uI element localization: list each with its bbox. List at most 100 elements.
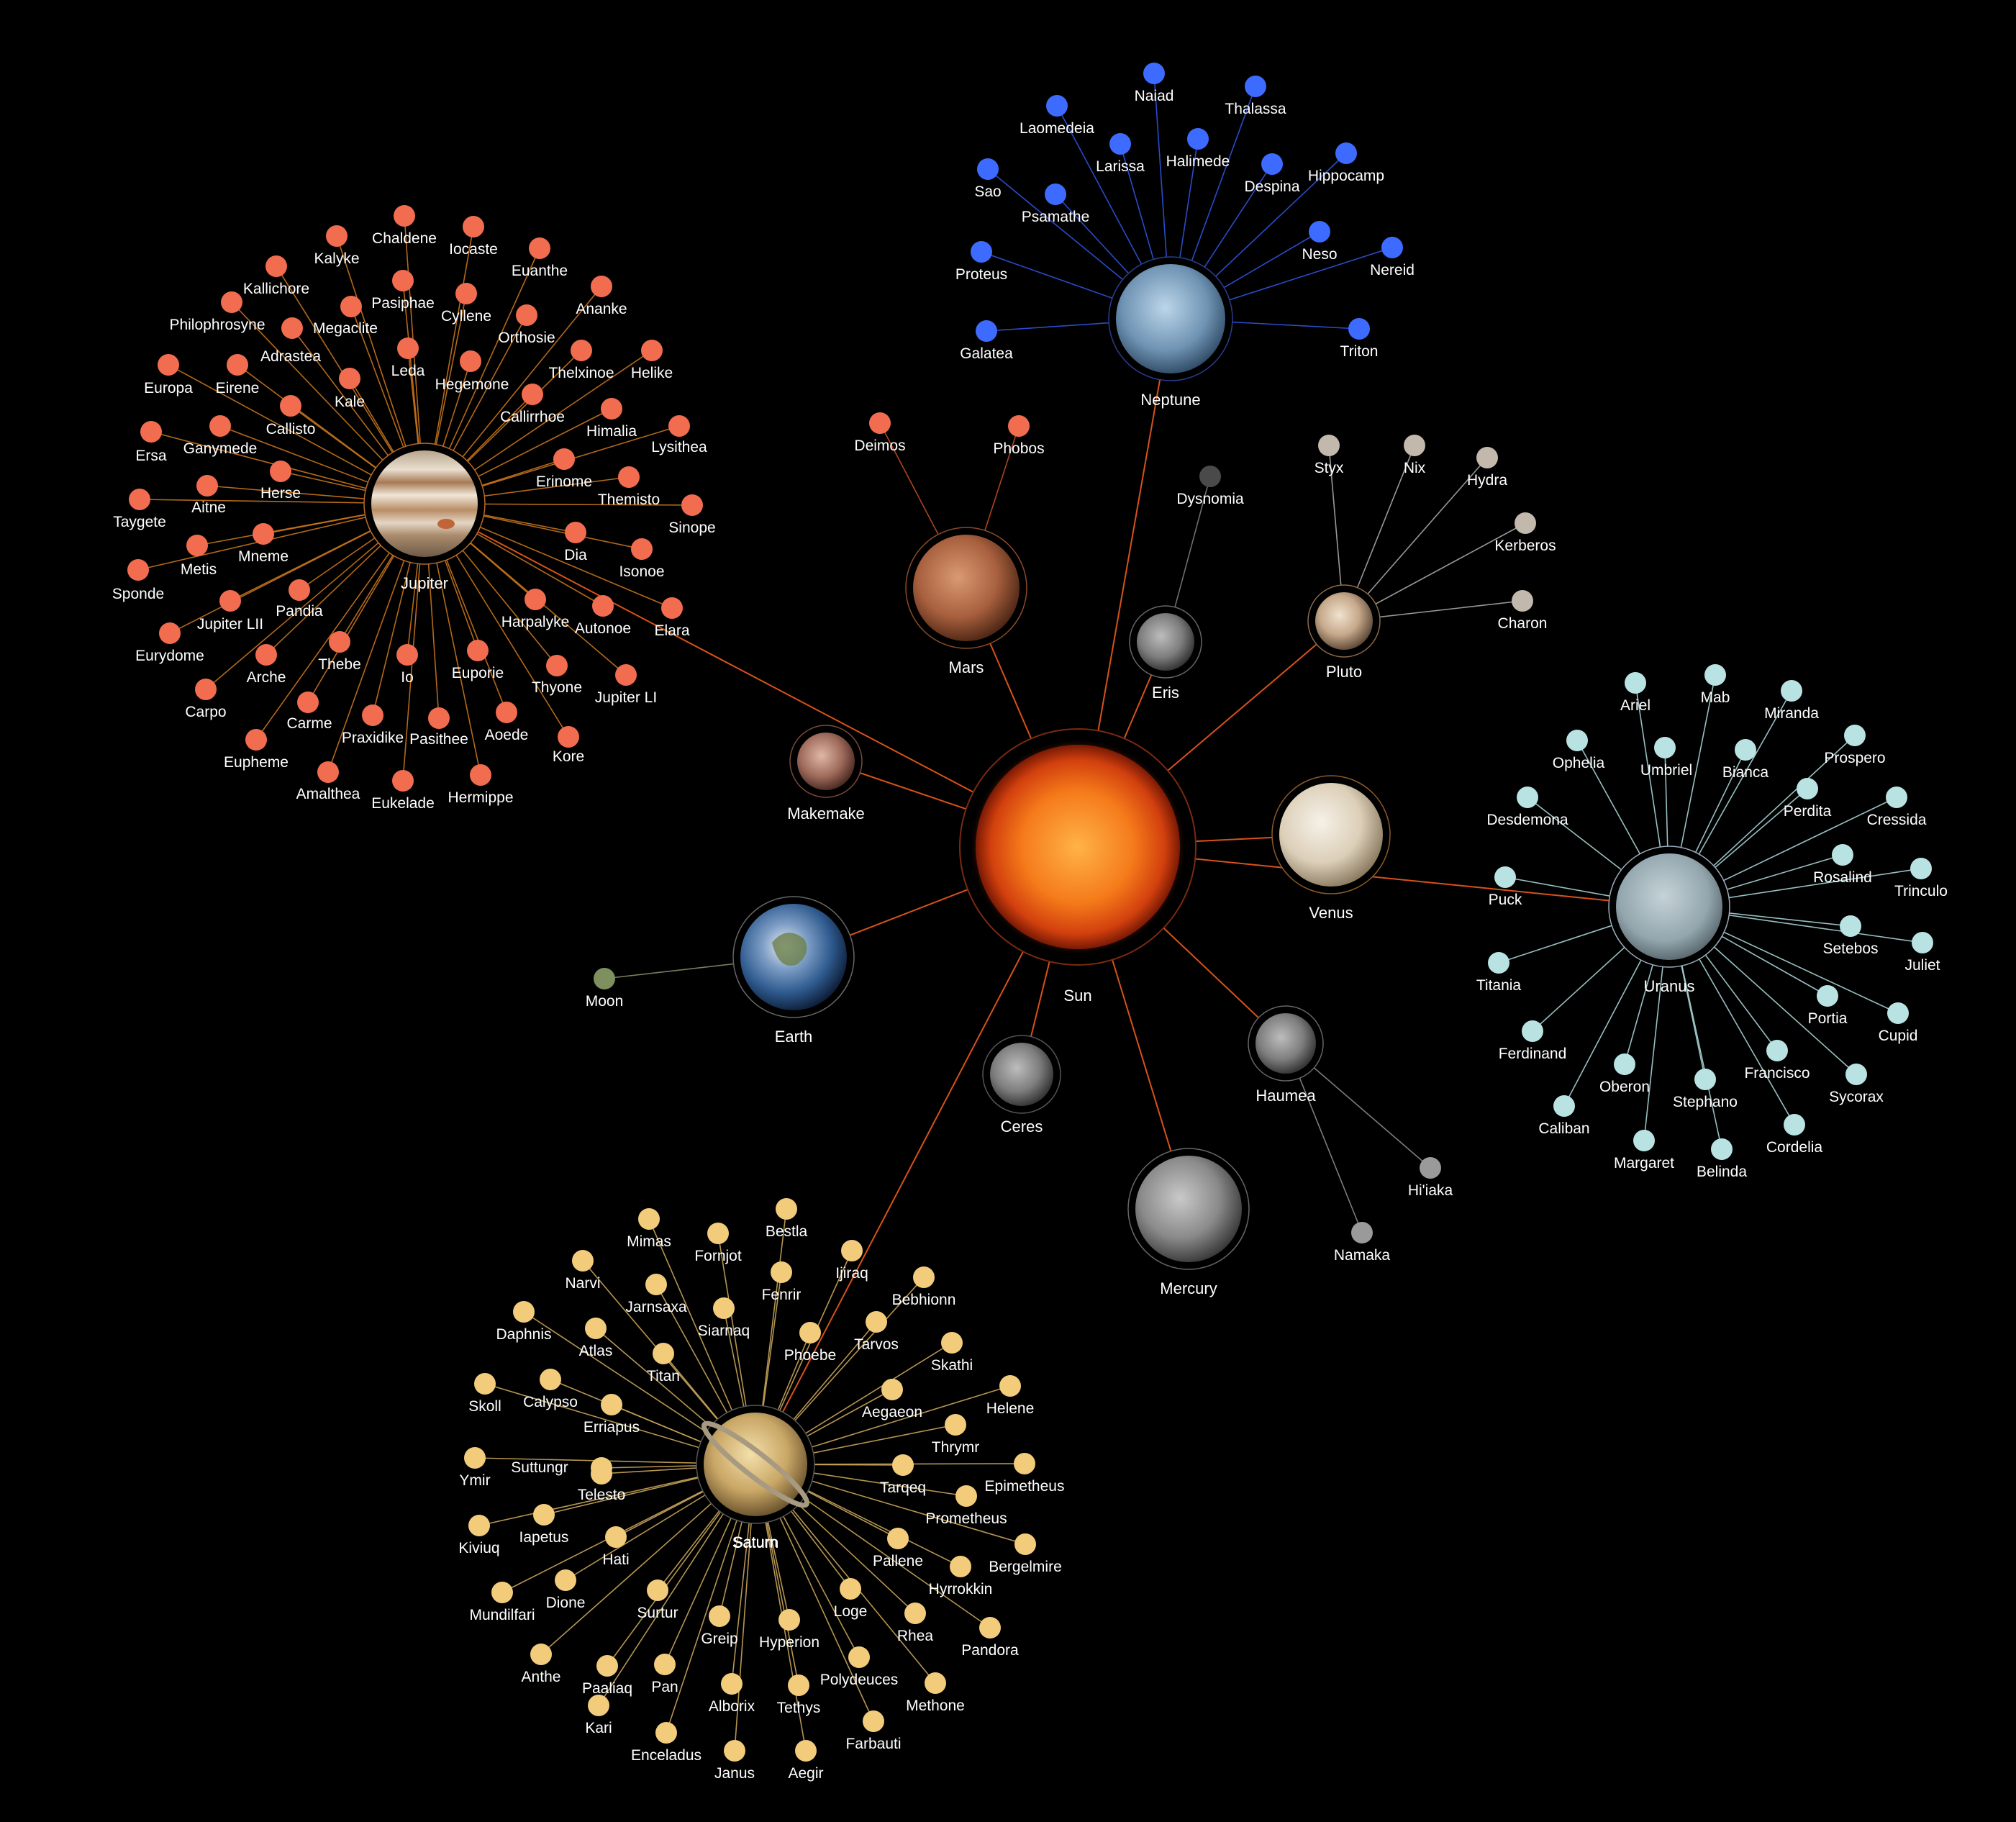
moon-node-kale[interactable]	[339, 368, 360, 389]
moon-node-bebhionn[interactable]	[913, 1266, 935, 1288]
moon-node-lysithea[interactable]	[668, 415, 690, 437]
moon-node-thrymr[interactable]	[945, 1414, 966, 1436]
moon-node-greip[interactable]	[709, 1605, 730, 1627]
moon-node-aegir[interactable]	[795, 1740, 817, 1762]
moon-node-charon[interactable]	[1512, 590, 1533, 612]
moon-node-adrastea[interactable]	[281, 317, 303, 339]
moon-node-ganymede[interactable]	[209, 415, 231, 437]
moon-node-naiad[interactable]	[1143, 63, 1165, 84]
moon-node-europa[interactable]	[158, 354, 179, 376]
moon-node-francisco[interactable]	[1766, 1040, 1788, 1061]
moon-node-kore[interactable]	[558, 726, 579, 748]
moon-node-hyrrokkin[interactable]	[950, 1556, 971, 1577]
moon-node-narvi[interactable]	[572, 1250, 594, 1272]
moon-node-fornjot[interactable]	[707, 1223, 729, 1244]
moon-node-carpo[interactable]	[195, 679, 217, 700]
moon-node-puck[interactable]	[1494, 866, 1516, 888]
moon-node-laomedeia[interactable]	[1046, 95, 1068, 117]
moon-node-erriapus[interactable]	[601, 1394, 622, 1415]
moon-node-helene[interactable]	[999, 1375, 1021, 1397]
moon-node-tarvos[interactable]	[866, 1311, 887, 1333]
moon-node-miranda[interactable]	[1781, 680, 1802, 702]
moon-node-loge[interactable]	[840, 1578, 861, 1600]
moon-node-triton[interactable]	[1348, 318, 1370, 340]
moon-node-juliet[interactable]	[1912, 932, 1933, 953]
moon-node-portia[interactable]	[1817, 985, 1838, 1007]
moon-node-pandia[interactable]	[289, 579, 310, 601]
moon-node-orthosie[interactable]	[516, 304, 537, 326]
moon-node-dione[interactable]	[555, 1569, 576, 1591]
body-node-eris[interactable]	[1129, 605, 1202, 679]
moon-node-euporie[interactable]	[467, 640, 489, 661]
moon-node-pasiphae[interactable]	[392, 270, 414, 291]
moon-node-skathi[interactable]	[941, 1332, 963, 1354]
moon-node-anthe[interactable]	[530, 1644, 552, 1665]
moon-node-epimetheus[interactable]	[1014, 1453, 1035, 1474]
moon-node-iocaste[interactable]	[463, 216, 484, 237]
moon-node-pasithee[interactable]	[428, 707, 450, 729]
moon-node-oberon[interactable]	[1614, 1053, 1635, 1075]
moon-node-margaret[interactable]	[1633, 1130, 1655, 1151]
moon-node-prometheus[interactable]	[955, 1485, 977, 1507]
moon-node-eirene[interactable]	[227, 354, 248, 376]
moon-node-surtur[interactable]	[647, 1579, 668, 1601]
moon-node-halimede[interactable]	[1187, 128, 1209, 150]
moon-node-moon[interactable]	[594, 968, 615, 989]
moon-node-hydra[interactable]	[1476, 447, 1498, 468]
moon-node-herse[interactable]	[270, 461, 291, 482]
moon-node-ymir[interactable]	[464, 1447, 486, 1469]
moon-node-iapetus[interactable]	[533, 1504, 555, 1526]
moon-node-telesto[interactable]	[591, 1463, 612, 1485]
moon-node-methone[interactable]	[925, 1672, 946, 1694]
moon-node-prospero[interactable]	[1844, 725, 1866, 746]
moon-node-ananke[interactable]	[591, 276, 612, 297]
body-node-neptune[interactable]	[1108, 256, 1233, 381]
moon-node-hippocamp[interactable]	[1335, 142, 1357, 164]
moon-node-hyperion[interactable]	[778, 1609, 800, 1631]
moon-node-io[interactable]	[396, 644, 418, 666]
moon-node-callirrhoe[interactable]	[522, 384, 543, 405]
moon-node-setebos[interactable]	[1840, 915, 1861, 937]
moon-node-himalia[interactable]	[601, 398, 622, 420]
moon-node-skoll[interactable]	[474, 1373, 496, 1395]
moon-node-atlas[interactable]	[585, 1318, 607, 1339]
body-node-ceres[interactable]	[982, 1035, 1061, 1114]
moon-node-hati[interactable]	[605, 1526, 627, 1548]
moon-node-hegemone[interactable]	[460, 350, 481, 372]
moon-node-sinope[interactable]	[681, 494, 703, 516]
moon-node-dia[interactable]	[565, 522, 586, 543]
moon-node-janus[interactable]	[724, 1740, 745, 1762]
body-node-uranus[interactable]	[1608, 846, 1730, 968]
body-node-pluto[interactable]	[1307, 584, 1381, 658]
moon-node-bergelmire[interactable]	[1014, 1533, 1036, 1555]
moon-node-mimas[interactable]	[638, 1208, 660, 1230]
moon-node-trinculo[interactable]	[1910, 858, 1932, 879]
moon-node-kari[interactable]	[588, 1695, 609, 1716]
moon-node-aegaeon[interactable]	[881, 1379, 903, 1400]
moon-node-amalthea[interactable]	[317, 761, 339, 783]
moon-node-alborix[interactable]	[721, 1673, 743, 1695]
moon-node-perdita[interactable]	[1797, 778, 1818, 799]
moon-node-pallene[interactable]	[887, 1528, 909, 1549]
moon-node-cupid[interactable]	[1887, 1002, 1909, 1024]
moon-node-philophrosyne[interactable]	[221, 291, 242, 313]
moon-node-umbriel[interactable]	[1654, 737, 1676, 758]
moon-node-proteus[interactable]	[971, 241, 992, 263]
moon-node-deimos[interactable]	[869, 412, 891, 434]
moon-node-styx[interactable]	[1318, 435, 1340, 456]
moon-node-hi-iaka[interactable]	[1420, 1157, 1441, 1179]
moon-node-mundilfari[interactable]	[491, 1582, 513, 1603]
moon-node-taygete[interactable]	[129, 489, 150, 510]
moon-node-calypso[interactable]	[540, 1369, 561, 1390]
moon-node-fenrir[interactable]	[771, 1261, 792, 1283]
moon-node-sao[interactable]	[977, 158, 999, 180]
moon-node-galatea[interactable]	[976, 320, 997, 342]
moon-node-mab[interactable]	[1704, 664, 1726, 686]
moon-node-stephano[interactable]	[1694, 1069, 1716, 1090]
moon-node-autonoe[interactable]	[592, 595, 614, 617]
moon-node-jupiter-li[interactable]	[615, 664, 637, 686]
moon-node-ophelia[interactable]	[1566, 730, 1588, 751]
moon-node-metis[interactable]	[186, 535, 208, 556]
moon-node-larissa[interactable]	[1109, 133, 1131, 155]
moon-node-titania[interactable]	[1488, 952, 1509, 974]
